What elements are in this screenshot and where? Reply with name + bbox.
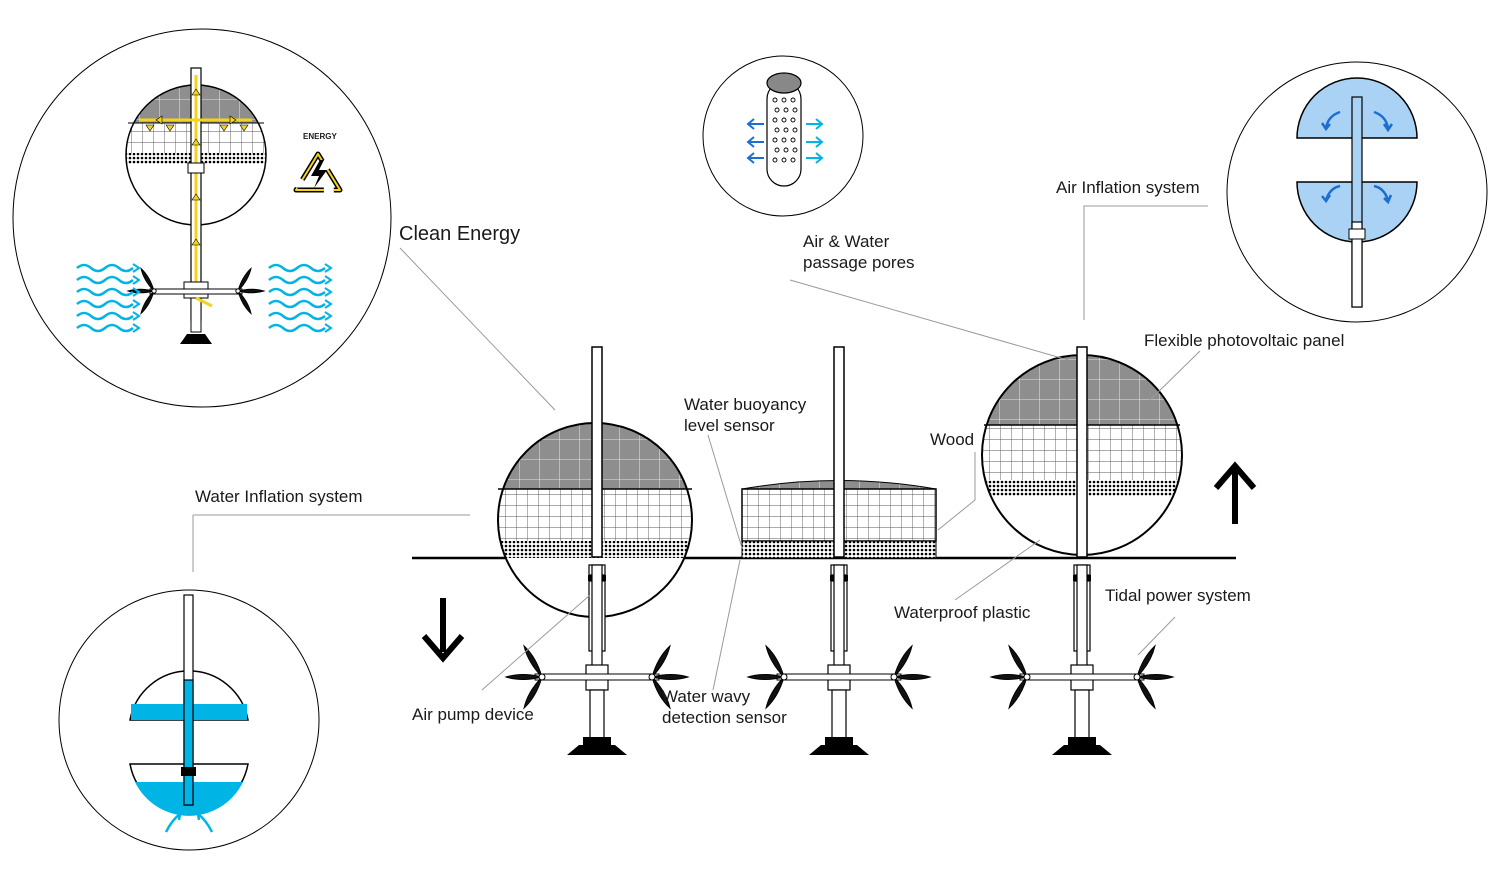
water-flow-waves-right [268, 263, 333, 333]
labels: Clean Energy Air & Water passage pores A… [195, 178, 1344, 727]
label-air-inflation: Air Inflation system [1056, 178, 1200, 197]
pore-flow-arrows [746, 118, 824, 164]
leader-lines [192, 205, 1208, 691]
label-water-inflation: Water Inflation system [195, 487, 363, 506]
energy-badge-label: ENERGY [303, 132, 337, 141]
middle-underwater-assembly [746, 564, 932, 755]
label-buoyancy-line2: level sensor [684, 416, 775, 435]
energy-recycle-icon [293, 151, 343, 193]
label-wood: Wood [930, 430, 974, 449]
label-wavy-line2: detection sensor [662, 708, 787, 727]
underwater-assemblies [504, 564, 1175, 755]
masts [591, 346, 1088, 558]
label-flexible-pv: Flexible photovoltaic panel [1144, 331, 1344, 350]
pore-holes [772, 97, 798, 163]
main-scene [412, 346, 1257, 755]
label-pores-line2: passage pores [803, 253, 915, 272]
water-inflation-zoom [58, 589, 320, 851]
label-waterproof-plastic: Waterproof plastic [894, 603, 1031, 622]
label-buoyancy-line1: Water buoyancy [684, 395, 807, 414]
label-air-pump: Air pump device [412, 705, 534, 724]
right-underwater-assembly [989, 564, 1175, 755]
sink-down-arrow [421, 598, 465, 663]
left-underwater-assembly [504, 564, 690, 755]
label-clean-energy: Clean Energy [399, 223, 520, 245]
label-wavy-line1: Water wavy [662, 687, 751, 706]
air-inflation-zoom [1226, 61, 1488, 323]
label-tidal-power: Tidal power system [1105, 586, 1251, 605]
clean-energy-zoom: ENERGY [12, 28, 392, 408]
rise-up-arrow [1213, 461, 1257, 524]
pores-zoom [702, 55, 864, 217]
label-pores-line1: Air & Water [803, 232, 890, 251]
water-flow-waves-left [76, 263, 141, 333]
